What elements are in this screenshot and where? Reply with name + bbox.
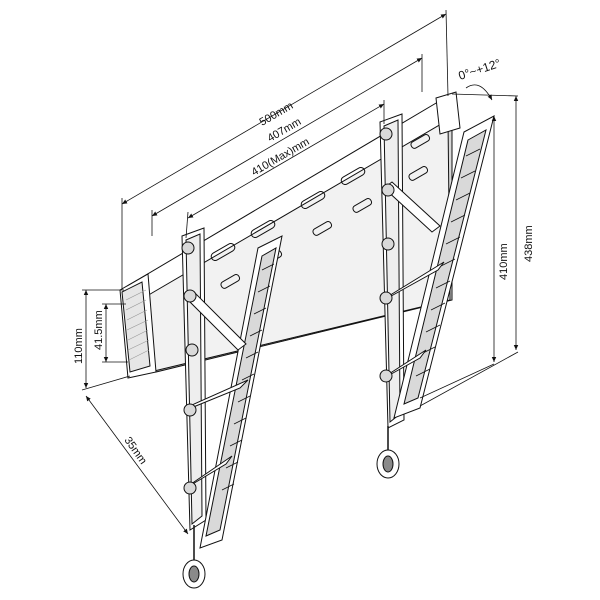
dimension-lines (81, 9, 519, 535)
label-wall-plate-height: 110mm (73, 328, 85, 364)
label-wall-plate-inner: 41.5mm (93, 310, 105, 350)
tv-arm-left (181, 227, 283, 589)
label-vertical-hole-span: 410mm (498, 243, 510, 280)
label-max-hole-spacing: 410(Max)mm (250, 136, 312, 179)
label-tilt-range: 0°~+12° (457, 56, 503, 83)
label-overall-height: 438mm (523, 225, 535, 262)
